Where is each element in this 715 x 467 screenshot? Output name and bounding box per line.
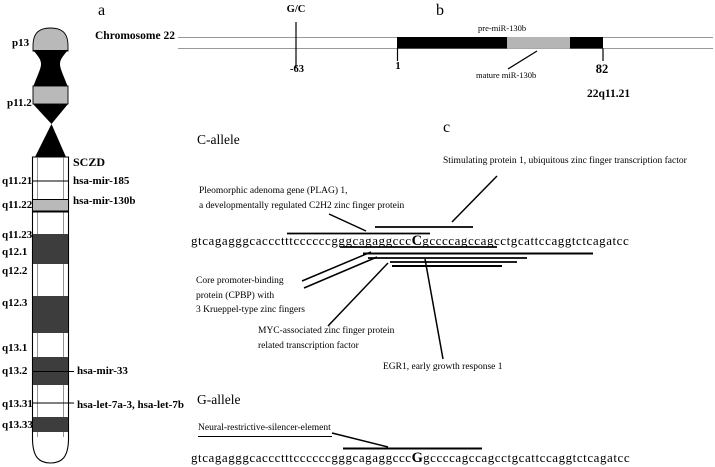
band-label-q11-21: q11.21 bbox=[2, 175, 33, 187]
locus-diagram bbox=[178, 22, 713, 70]
g-allele-seq-after: gccccagccagcctgcattccaggtctcagatcc bbox=[423, 450, 631, 465]
myc-pointer-line bbox=[327, 262, 389, 327]
band-q12-1-dark bbox=[33, 234, 68, 264]
band-label-q13-1: q13.1 bbox=[2, 342, 28, 354]
band-q11-22-gray bbox=[33, 199, 68, 212]
c-allele-sequence: gtcagagggcaccctttccccccgggcagaggcccCgccc… bbox=[191, 233, 629, 250]
hsa-mir-130b-label: hsa-mir-130b bbox=[73, 195, 136, 207]
mature-mir-pointer-line bbox=[507, 50, 538, 70]
cpbp-description-line2: protein (CPBP) with bbox=[196, 291, 275, 301]
cpbp-pointer-line-1 bbox=[301, 251, 372, 282]
cpbp-pointer-line-2 bbox=[303, 256, 378, 289]
hsa-let-7-label: hsa-let-7a-3, hsa-let-7b bbox=[77, 399, 184, 411]
mature-mir-130b-box bbox=[507, 37, 570, 49]
hsa-mir-185-label: hsa-mir-185 bbox=[73, 175, 130, 187]
position-82-label: 82 bbox=[595, 62, 609, 76]
chromosome-ideogram bbox=[31, 27, 74, 464]
chromosome-p-arm-dark-region bbox=[33, 50, 68, 87]
g-allele-seq-before: gtcagagggcaccctttccccccgggcagaggccc bbox=[191, 450, 412, 465]
c-allele-seq-after: gccccagccagcctgcattccaggtctcagatcc bbox=[422, 233, 630, 248]
binding-site-lines bbox=[198, 175, 593, 450]
band-label-q13-31: q13.31 bbox=[2, 398, 33, 410]
plag1-description-line2: a developmentally regulated C2H2 zinc fi… bbox=[199, 201, 405, 211]
band-label-p11-2: p11.2 bbox=[7, 97, 32, 109]
c-allele-title: C-allele bbox=[197, 132, 240, 147]
cytoband-label: 22q11.21 bbox=[587, 88, 631, 100]
plag1-pointer-line bbox=[328, 213, 367, 232]
panel-c-label: c bbox=[443, 119, 451, 136]
sp1-pointer-line bbox=[451, 175, 498, 223]
myc-description-line2: related transcription factor bbox=[258, 341, 359, 351]
mature-mir-130b-label: mature miR-130b bbox=[476, 70, 537, 80]
egr1-pointer-line bbox=[424, 258, 444, 360]
egr1-description: EGR1, early growth response 1 bbox=[383, 362, 503, 372]
panel-a-label: a bbox=[98, 2, 106, 19]
band-label-q12-1: q12.1 bbox=[2, 246, 28, 258]
chromosome-title: Chromosome 22 bbox=[95, 30, 175, 42]
band-p11-2 bbox=[32, 85, 69, 105]
g-allele-snp-letter: G bbox=[411, 450, 424, 466]
plag1-description-line1: Pleomorphic adenoma gene (PLAG) 1, bbox=[199, 186, 348, 196]
c-allele-seq-before: gtcagagggcaccctttccccccgggcagaggccc bbox=[191, 233, 412, 248]
pre-mir-130b-label: pre-miR-130b bbox=[478, 23, 527, 33]
centromere-upper-triangle bbox=[33, 104, 68, 124]
myc-description-line1: MYC-associated zinc finger protein bbox=[258, 326, 395, 336]
sp1-description: Stimulating protein 1, ubiquitous zinc f… bbox=[443, 156, 687, 166]
chromosome-top-cap bbox=[32, 27, 69, 52]
band-q13-33-dark bbox=[33, 417, 68, 432]
position-1-label: 1 bbox=[395, 61, 401, 72]
band-label-q13-33: q13.33 bbox=[2, 419, 33, 431]
pre-mir-130b-box bbox=[397, 37, 603, 49]
sczd-label: SCZD bbox=[73, 155, 106, 169]
snp-position-label: -63 bbox=[290, 64, 304, 75]
centromere-lower-triangle bbox=[35, 124, 66, 157]
g-allele-title: G-allele bbox=[197, 392, 241, 407]
hsa-mir-33-label: hsa-mir-33 bbox=[77, 365, 128, 377]
snp-gc-label: G/C bbox=[286, 4, 306, 15]
nrse-pointer-line bbox=[331, 432, 389, 448]
g-allele-sequence: gtcagagggcaccctttccccccgggcagaggcccGgccc… bbox=[191, 450, 630, 467]
band-label-p13: p13 bbox=[12, 37, 30, 49]
band-label-q13-2: q13.2 bbox=[2, 365, 28, 377]
band-label-q11-22: q11.22 bbox=[2, 199, 33, 211]
panel-b-label: b bbox=[436, 2, 444, 19]
nrse-description: Neural-restrictive-silencer-element bbox=[198, 423, 331, 433]
band-label-q12-3: q12.3 bbox=[2, 297, 28, 309]
band-q12-3-dark bbox=[33, 296, 68, 333]
cpbp-description-line1: Core promoter-binding bbox=[196, 276, 284, 286]
cpbp-description-line3: 3 Krueppel-type zinc fingers bbox=[196, 305, 305, 315]
band-label-q12-2: q12.2 bbox=[2, 265, 28, 277]
band-label-q11-23: q11.23 bbox=[2, 229, 33, 241]
c-allele-snp-letter: C bbox=[411, 233, 423, 249]
